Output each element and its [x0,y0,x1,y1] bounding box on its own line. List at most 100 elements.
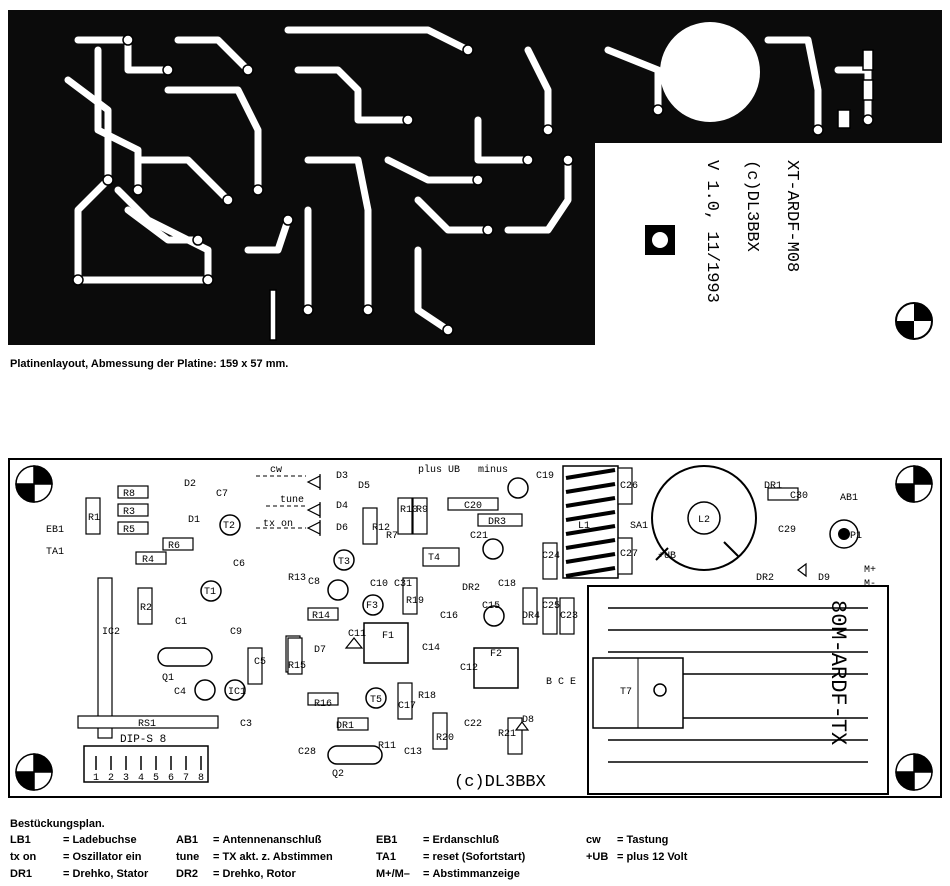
label-r2: R2 [140,603,152,614]
dip-switch-label: DIP-S 8 [120,734,166,746]
label-c4: C4 [174,687,186,698]
label-c9: C9 [230,627,242,638]
label-c27: C27 [620,549,638,560]
label-dr4: DR4 [522,611,540,622]
label-r21: R21 [498,729,516,740]
label-plus-ub: plus UB [418,464,460,476]
label-c31: C31 [394,579,412,590]
label-sa1: SA1 [630,521,648,532]
label-c26: C26 [620,481,638,492]
layout-silk-line-3: V 1.0, 11/1993 [702,160,721,303]
label-c6: C6 [233,559,245,570]
dip-number-6: 6 [168,773,174,784]
label-l1: L1 [578,521,590,532]
label-d4: D4 [336,501,348,512]
fiducials [15,465,933,791]
legend-item-plus-ub: +UB=plus 12 Volt [586,851,688,863]
label-t2: T2 [223,521,235,532]
label-r20: R20 [436,733,454,744]
dip-number-3: 3 [123,773,129,784]
label-c13: C13 [404,747,422,758]
label-dr3: DR3 [488,517,506,528]
label-c22: C22 [464,719,482,730]
label-dr1-top: DR1 [764,481,782,492]
label-q2: Q2 [332,769,344,780]
label-ic2: IC2 [102,627,120,638]
label-rs1: RS1 [138,719,156,730]
label-d1: D1 [188,515,200,526]
label-l2: L2 [698,515,710,526]
label-c28: C28 [298,747,316,758]
label-r18: R18 [418,691,436,702]
label-c23: C23 [560,611,578,622]
label-ta1: TA1 [46,547,64,558]
label-c7: C7 [216,489,228,500]
label-ab1: AB1 [840,493,858,504]
layout-silk-line-1: XT-ARDF-M08 [782,160,801,272]
label-q1: Q1 [162,673,174,684]
label-c25: C25 [542,601,560,612]
legend-item-dr2: DR2=Drehko, Rotor [176,868,296,880]
layout-caption: Platinenlayout, Abmessung der Platine: 1… [10,358,289,370]
label-c30: C30 [790,491,808,502]
label-r15: R15 [288,661,306,672]
label-r6: R6 [168,541,180,552]
legend-item-lb1: LB1=Ladebuchse [10,834,137,846]
label-d9: D9 [818,573,830,584]
label-c29: C29 [778,525,796,536]
label-ic1: IC1 [228,687,246,698]
label-r14: R14 [312,611,330,622]
label-p1: P1 [850,531,862,542]
pcb-layout-image: XT-ARDF-M08 (c)DL3BBX V 1.0, 11/1993 [8,10,942,345]
label-d3: D3 [336,471,348,482]
label-r4: R4 [142,555,154,566]
label-m-minus: M- [864,579,876,590]
legend-item-tx-on: tx on=Oszillator ein [10,851,142,863]
label-c15: C15 [482,601,500,612]
label-c16: C16 [440,611,458,622]
label-r13: R13 [288,573,306,584]
label-c17: C17 [398,701,416,712]
label-c14: C14 [422,643,440,654]
legend-item-dr1: DR1=Drehko, Stator [10,868,149,880]
label-r5: R5 [123,525,135,536]
legend-item-cw: cw=Tastung [586,834,669,846]
label-c8: C8 [308,577,320,588]
dip-number-2: 2 [108,773,114,784]
placement-copyright: (c)DL3BBX [454,773,546,792]
label-r1: R1 [88,513,100,524]
label-c12: C12 [460,663,478,674]
label-tune: tune [280,495,304,506]
label-dr2-right: DR2 [756,573,774,584]
label-c3: C3 [240,719,252,730]
label-c10: C10 [370,579,388,590]
layout-silk-line-2: (c)DL3BBX [742,160,761,252]
label-r16: R16 [314,699,332,710]
label-bce: B C E [546,677,576,688]
dip-number-7: 7 [183,773,189,784]
label-r3: R3 [123,507,135,518]
label-c24: C24 [542,551,560,562]
label-r12: R12 [372,523,390,534]
label-f2: F2 [490,649,502,660]
label-minus: minus [478,464,508,476]
label-d5: D5 [358,481,370,492]
dip-number-4: 4 [138,773,144,784]
legend-item-ta1: TA1=reset (Sofortstart) [376,851,526,863]
legend-item-tune: tune=TX akt. z. Abstimmen [176,851,333,863]
label-f1: F1 [382,631,394,642]
label-d6: D6 [336,523,348,534]
label-r7: R7 [386,531,398,542]
label-c20: C20 [464,501,482,512]
label-t1: T1 [204,587,216,598]
label-m-plus: M+ [864,565,876,576]
label-r9: R9 [416,505,428,516]
label-t5: T5 [370,695,382,706]
label-cw: cw [270,465,282,476]
legend-item-ab1: AB1=Antennenanschluß [176,834,322,846]
label-t3: T3 [338,557,350,568]
label-d2: D2 [184,479,196,490]
label-c5: C5 [254,657,266,668]
label-c1: C1 [175,617,187,628]
placement-diagram: cw tune tx on plus UB minus R8 R3 R5 R6 … [8,458,942,798]
